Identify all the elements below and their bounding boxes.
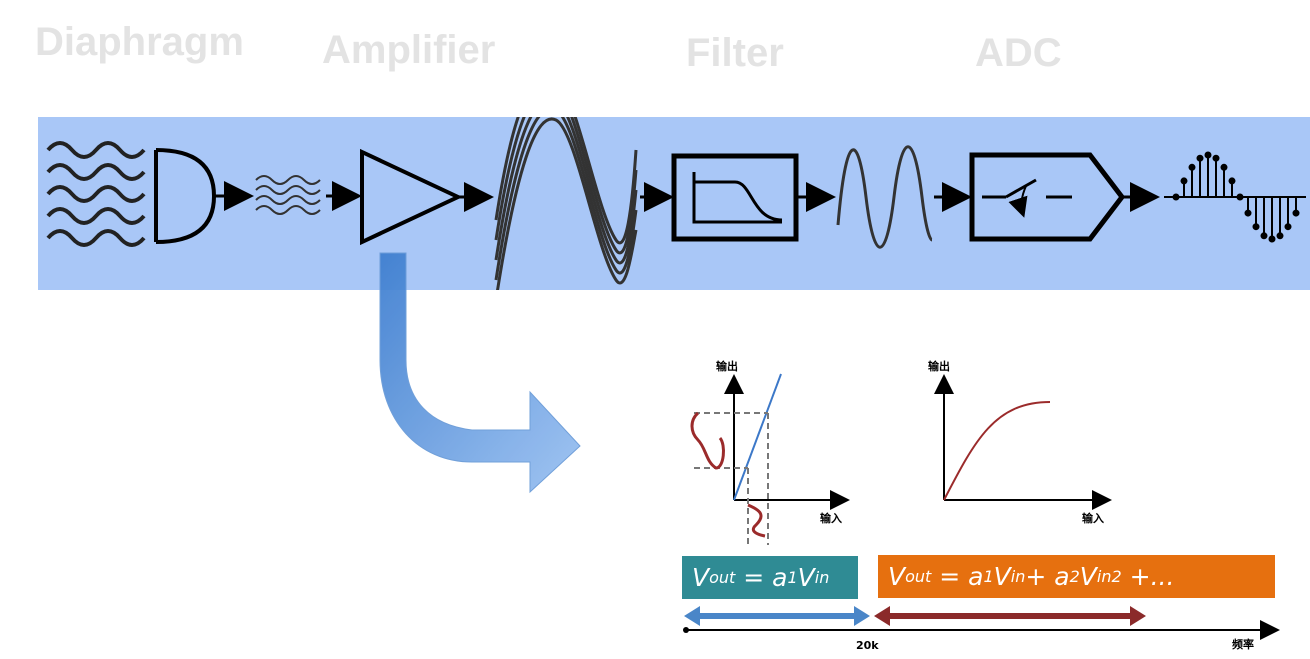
stage-title-amplifier: Amplifier (322, 28, 496, 72)
frequency-marker-20k: 20k (856, 639, 879, 652)
eq-out: out (709, 568, 736, 587)
frequency-axis: 20k 频率 (683, 620, 1280, 652)
sample-dot (1260, 232, 1268, 240)
eq-sup2: 2 (1111, 567, 1122, 586)
sample-dot (1268, 235, 1276, 243)
stage-title-diaphragm: Diaphragm (35, 20, 244, 64)
eq-v2: V (797, 563, 815, 592)
linear-transfer-graph: 输出 输入 (690, 359, 850, 545)
small-waves-icon (255, 175, 321, 215)
filtered-wave-icon (836, 145, 933, 249)
sample-dot (1236, 193, 1244, 201)
sampled-signal-icon (1164, 151, 1306, 243)
sample-dot (1292, 209, 1300, 217)
saturating-response-curve (943, 401, 1051, 501)
frequency-axis-label: 频率 (1232, 637, 1254, 651)
eq-v2: V (993, 562, 1011, 591)
sample-dot (1252, 223, 1260, 231)
stage-title-adc: ADC (975, 31, 1062, 75)
sample-dot (1188, 163, 1196, 171)
amplifier-zoom-arrow (379, 252, 581, 494)
eq-in: in (814, 568, 830, 587)
nonlinear-range-arrow (874, 606, 1146, 626)
sample-dot (1228, 177, 1236, 185)
input-sine-icon (747, 503, 766, 538)
sample-dot (1180, 177, 1188, 185)
eq-tail: +... (1121, 562, 1175, 591)
eq-sub1: 1 (787, 568, 798, 587)
eq-equals: = a (735, 563, 788, 592)
sample-dot (1244, 209, 1252, 217)
stage-title-filter: Filter (686, 31, 784, 75)
amplifier-triangle-icon (360, 148, 463, 246)
sample-dot (1276, 232, 1284, 240)
saturating-transfer-graph: 输出 输入 (928, 359, 1112, 525)
saturating-x-axis-label: 输入 (1082, 511, 1104, 525)
linear-response-line (733, 373, 782, 501)
eq-sub1: 1 (983, 567, 994, 586)
lowpass-filter-icon (671, 153, 799, 242)
sample-dot (1212, 154, 1220, 162)
adc-converter-icon (969, 152, 1126, 242)
sound-waves-icon (46, 141, 146, 247)
amplified-waves-icon (494, 117, 638, 290)
saturating-y-axis-label: 输出 (928, 359, 950, 373)
microphone-diaphragm-icon (154, 148, 217, 244)
eq-in: in (1010, 567, 1026, 586)
output-sine-icon (690, 411, 725, 470)
sample-dot (1196, 154, 1204, 162)
sample-dot (1172, 193, 1180, 201)
linear-x-axis-label: 输入 (820, 511, 842, 525)
linear-y-axis-label: 输出 (716, 359, 738, 373)
eq-plus: + a (1025, 562, 1070, 591)
eq-v: V (888, 562, 906, 591)
eq-equals: = a (931, 562, 984, 591)
sample-dot (1204, 151, 1212, 159)
eq-v3: V (1079, 562, 1097, 591)
sample-dot (1284, 223, 1292, 231)
eq-out: out (905, 567, 932, 586)
eq-in2: in (1096, 567, 1112, 586)
linear-range-arrow (684, 606, 870, 626)
eq-v: V (692, 563, 710, 592)
eq-sub2: 2 (1069, 567, 1080, 586)
sample-dot (1220, 163, 1228, 171)
